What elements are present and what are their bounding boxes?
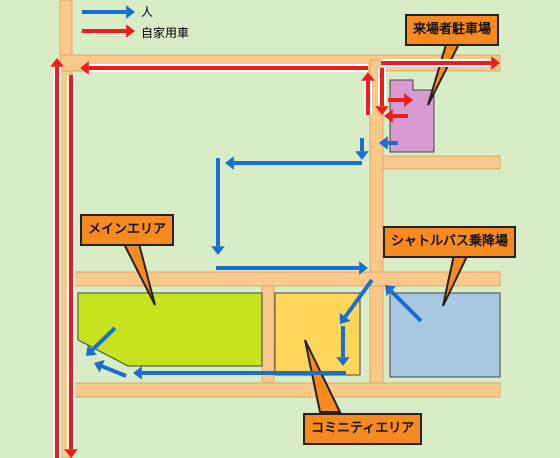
car-route-out-parking <box>384 109 408 123</box>
walk-route-south-west <box>133 366 346 380</box>
walk-route-into-main <box>86 326 117 356</box>
car-route-center-up <box>361 72 375 115</box>
car-route-center-down <box>375 68 389 115</box>
legend-car-arrow <box>82 24 135 38</box>
bus-stop-label: シャトルバス乗降場 <box>383 226 517 258</box>
legend-car-label: 自家用車 <box>141 26 190 40</box>
walk-route-west-upper <box>225 156 362 170</box>
road-east-upper <box>382 155 501 170</box>
car-route-west-down <box>64 75 78 458</box>
main-area <box>77 292 263 367</box>
main-area-label: メインエリア <box>80 214 175 246</box>
parking-label: 来場者駐車場 <box>405 14 500 46</box>
walk-route-parking-exit <box>379 136 398 150</box>
walk-route-down-west <box>211 158 225 255</box>
walk-route-to-junction <box>216 261 368 275</box>
walk-route-community-down <box>336 326 350 366</box>
car-route-west-up <box>50 58 64 458</box>
car-route-north-west <box>80 61 368 75</box>
legend-walk-arrow <box>82 5 135 19</box>
walk-route-to-community <box>339 278 374 324</box>
walk-route-to-main-lower <box>94 360 127 378</box>
community-callout-pointer <box>304 339 342 413</box>
community-area-label: コミニティエリア <box>303 413 423 445</box>
walk-route-from-bus <box>385 285 423 323</box>
car-route-north-east <box>381 56 500 70</box>
legend-walk-label: 人 <box>141 5 154 19</box>
walk-route-down-center <box>355 138 369 160</box>
car-route-into-parking <box>388 93 413 107</box>
